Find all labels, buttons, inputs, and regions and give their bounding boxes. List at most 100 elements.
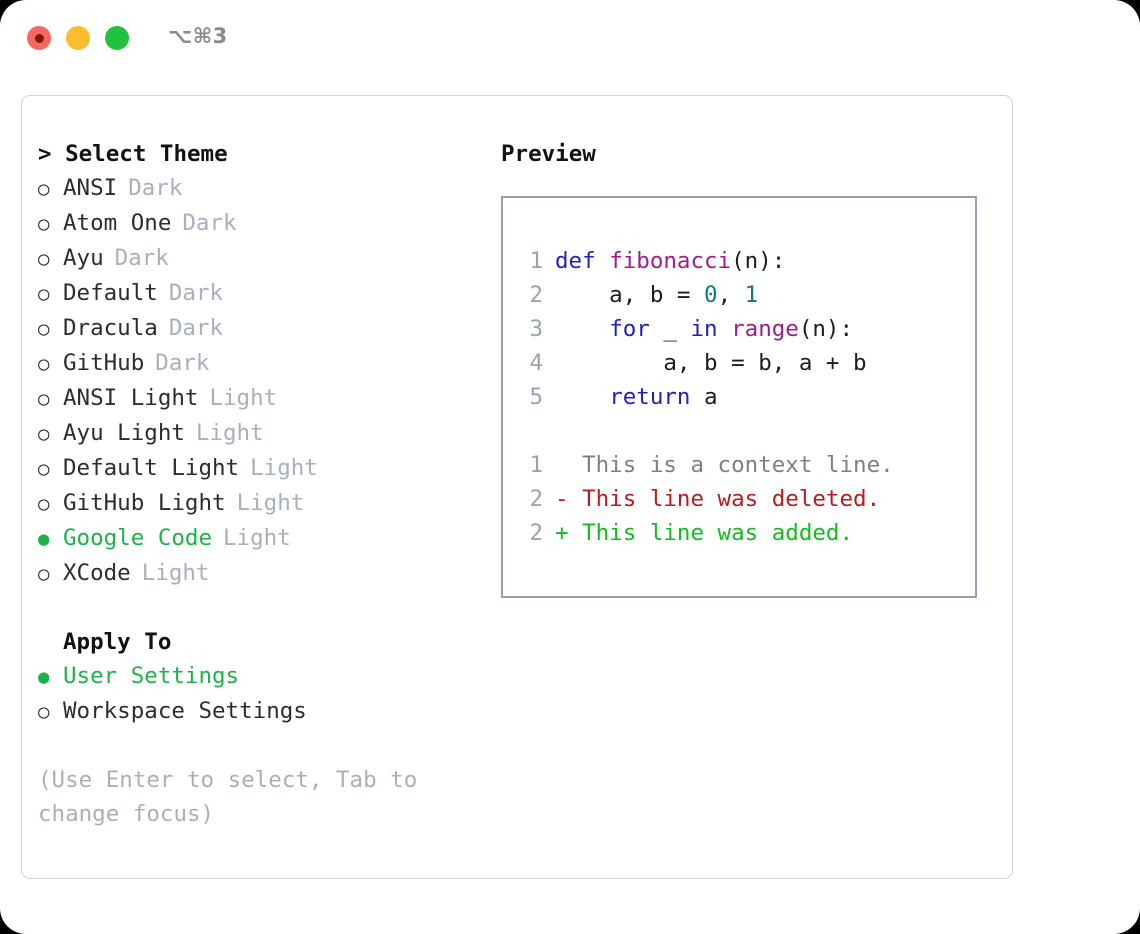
preview-header: Preview [501,141,596,167]
theme-option-label: Default [63,280,158,306]
line-number: 2 [529,520,543,546]
theme-variant-badge: Dark [182,210,237,236]
theme-option-atom-one[interactable]: ○ Atom One Dark [38,206,478,241]
theme-option-label: GitHub [63,350,145,376]
theme-variant-badge: Light [209,385,278,411]
theme-option-label: Google Code [63,525,213,551]
theme-option-google-code[interactable]: ● Google Code Light [38,521,478,556]
line-number: 2 [529,486,543,512]
theme-variant-badge: Dark [155,350,210,376]
theme-option-label: GitHub Light [63,490,226,516]
diff-sign: + [555,520,583,546]
title-bar: ⌥⌘3 [0,0,1140,78]
radio-unselected-icon: ○ [38,178,50,200]
theme-variant-badge: Dark [168,315,224,341]
radio-unselected-icon: ○ [38,423,50,445]
diff-sign [555,448,582,482]
code-line: 2 a, b = 0, 1 [503,278,975,312]
diff-sign: - [555,486,583,512]
apply-to-option-user-settings[interactable]: ● User Settings [38,659,478,694]
code-token-plain [555,316,609,342]
radio-selected-icon: ● [38,528,50,550]
radio-unselected-icon: ○ [38,701,50,723]
theme-option-dracula[interactable]: ○ Dracula Dark [38,311,478,346]
theme-option-ayu-light[interactable]: ○ Ayu Light Light [38,416,478,451]
theme-option-ansi[interactable]: ○ ANSI Dark [38,171,478,206]
theme-variant-badge: Dark [114,245,169,271]
line-number: 4 [529,350,543,376]
radio-unselected-icon: ○ [38,563,50,585]
theme-variant-badge: Dark [128,175,183,201]
theme-option-label: ANSI [63,175,118,201]
section-spacer [38,591,478,625]
diff-line-text: This line was deleted. [582,486,881,512]
radio-unselected-icon: ○ [38,248,50,270]
line-number: 1 [529,248,543,274]
keyboard-hint-text: (Use Enter to select, Tab to change focu… [38,767,418,827]
code-line: 5 return a [503,380,975,414]
apply-to-header: Apply To [63,629,172,655]
apply-to-option-label: User Settings [63,663,240,689]
theme-variant-badge: Light [195,420,264,446]
keyboard-shortcut-label: ⌥⌘3 [168,24,228,48]
code-token-kw: def [555,248,610,274]
radio-unselected-icon: ○ [38,283,50,305]
code-line: 3 for _ in range(n): [503,312,975,346]
theme-option-label: Ayu [63,245,104,271]
theme-option-label: Default Light [63,455,240,481]
theme-option-ansi-light[interactable]: ○ ANSI Light Light [38,381,478,416]
theme-option-label: Ayu Light [63,420,185,446]
diff-sample: 1 This is a context line. 2- This line wa… [503,448,975,550]
code-token-kw: for [609,316,650,342]
theme-option-label: Atom One [63,210,172,236]
theme-variant-badge: Light [250,455,318,481]
code-token-fn: range [731,316,799,342]
theme-option-ayu[interactable]: ○ Ayu Dark [38,241,478,276]
theme-variant-badge: Light [223,525,291,551]
code-token-plain: _ [649,316,691,342]
code-line-content: for _ in range(n): [555,312,853,346]
line-number: 1 [529,452,543,478]
theme-option-label: Dracula [63,315,158,341]
diff-line-text: This is a context line. [582,452,894,478]
window-controls [27,26,129,50]
maximize-button[interactable] [105,26,129,50]
select-theme-header: > Select Theme [38,141,228,167]
radio-unselected-icon: ○ [38,318,50,340]
theme-option-label: XCode [63,560,131,586]
apply-to-option-label: Workspace Settings [63,698,307,724]
code-token-kw: in [690,316,718,342]
apply-to-option-workspace-settings[interactable]: ○ Workspace Settings [38,694,478,729]
radio-unselected-icon: ○ [38,213,50,235]
radio-unselected-icon: ○ [38,388,50,410]
theme-variant-badge: Light [236,490,305,516]
code-token-plain: (n): [731,248,786,274]
code-token-plain: a, b = [555,282,705,308]
diff-line-text: This line was added. [582,520,854,546]
code-token-plain: (n): [798,316,854,342]
diff-line-del: 2- This line was deleted. [503,482,975,516]
theme-option-label: ANSI Light [63,385,199,411]
apply-to-list: ● User Settings ○ Workspace Settings [38,659,478,729]
code-token-kw: return [609,384,691,410]
close-button[interactable] [27,26,51,50]
code-line-content: a, b = 0, 1 [555,278,758,312]
code-token-num: 1 [744,282,759,308]
code-line: 4 a, b = b, a + b [503,346,975,380]
code-line-content: a, b = b, a + b [555,346,867,380]
code-token-plain [555,384,609,410]
code-token-plain [718,316,732,342]
code-token-plain: a, b = b, a + b [555,350,867,376]
radio-selected-icon: ● [38,666,50,688]
minimize-button[interactable] [66,26,90,50]
code-token-num: 0 [704,282,718,308]
